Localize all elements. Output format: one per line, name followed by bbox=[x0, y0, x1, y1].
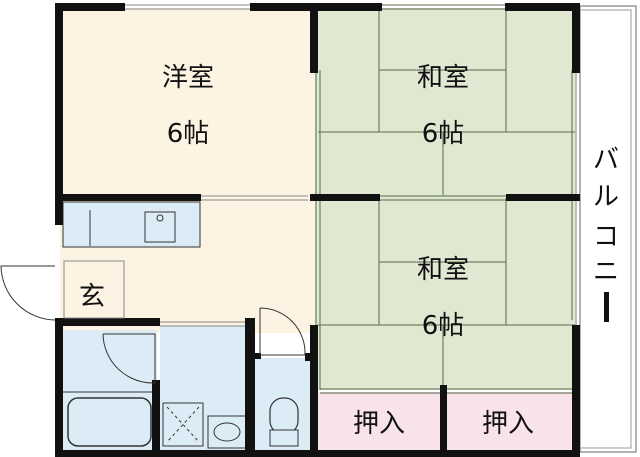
kitchen-sink-icon bbox=[144, 211, 176, 243]
entrance-floor bbox=[63, 260, 125, 319]
svg-text:バ: バ bbox=[593, 145, 619, 175]
tatami-lines-bottom bbox=[318, 198, 575, 388]
walls bbox=[55, 3, 580, 457]
svg-text:ニ: ニ bbox=[593, 257, 619, 287]
tatami-lines-top bbox=[318, 8, 575, 195]
svg-text:ル: ル bbox=[593, 182, 619, 212]
western-room-size: 6帖 bbox=[167, 119, 210, 149]
japanese-room-top-size: 6帖 bbox=[422, 119, 465, 149]
balcony-area bbox=[579, 5, 637, 453]
japanese-room-bottom-label: 和室 bbox=[417, 255, 469, 285]
svg-text:コ: コ bbox=[593, 222, 619, 252]
wash-basin-icon bbox=[213, 422, 241, 442]
bathtub-icon bbox=[67, 397, 152, 447]
bathroom-floor bbox=[62, 330, 157, 452]
japanese-room-top-label: 和室 bbox=[417, 63, 469, 93]
western-room-floor bbox=[60, 8, 315, 198]
washroom-floor bbox=[160, 326, 250, 452]
japanese-room-bottom-floor bbox=[315, 198, 577, 390]
japanese-room-top-floor bbox=[315, 8, 577, 198]
closet-right-label: 押入 bbox=[482, 409, 534, 439]
closet-left-floor bbox=[318, 392, 440, 452]
balcony-label: バ ル コ ニ bbox=[593, 145, 619, 322]
kitchen-counter bbox=[62, 201, 201, 248]
toilet-door-swing bbox=[259, 307, 306, 356]
western-room-label: 洋室 bbox=[162, 63, 214, 93]
bath-door-swing bbox=[102, 333, 156, 384]
japanese-room-bottom-size: 6帖 bbox=[422, 311, 465, 341]
washing-machine-pan-icon bbox=[162, 402, 204, 447]
entrance-door-swing bbox=[0, 265, 56, 321]
entrance-label: 玄 bbox=[79, 282, 105, 312]
closet-left-label: 押入 bbox=[353, 409, 405, 439]
closet-right-floor bbox=[445, 392, 572, 452]
